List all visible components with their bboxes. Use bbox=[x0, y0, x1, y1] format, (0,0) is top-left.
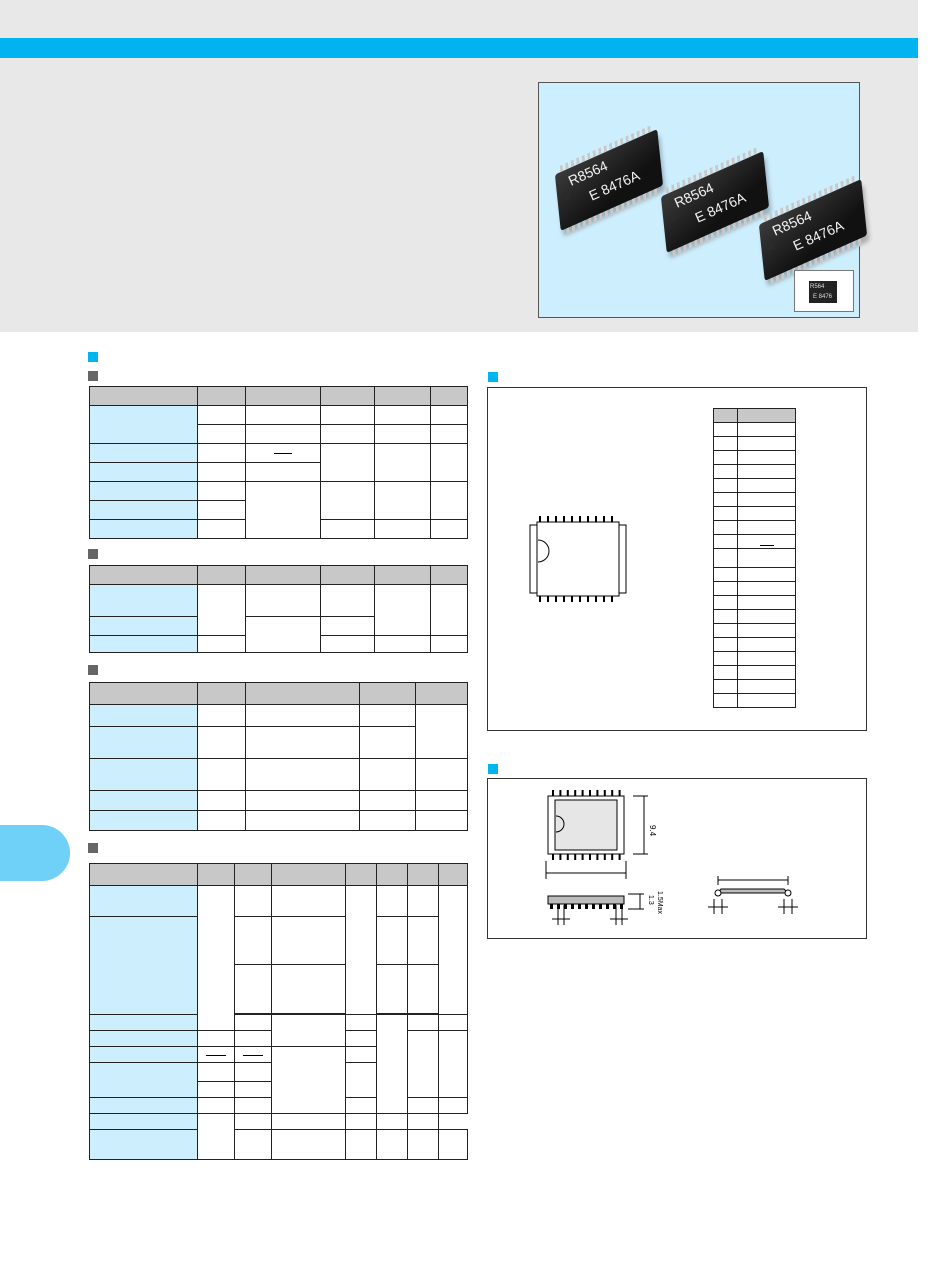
pin-table-row bbox=[713, 679, 796, 694]
pin-table-row bbox=[713, 545, 796, 568]
pin-table-row bbox=[713, 408, 796, 423]
ic-pin bbox=[581, 854, 584, 860]
ic-pin bbox=[603, 596, 605, 602]
pin-table-row bbox=[713, 693, 796, 708]
ic-pin bbox=[587, 516, 589, 522]
pin-table-row bbox=[713, 422, 796, 437]
ic-pin bbox=[564, 904, 567, 909]
ic-pin bbox=[547, 596, 549, 602]
ic-top-view bbox=[529, 516, 627, 602]
ic-pin bbox=[579, 516, 581, 522]
ic-pin bbox=[559, 854, 562, 860]
chip-image: R8564 E 8476A bbox=[554, 125, 664, 236]
inset-marking-line1: R564 bbox=[810, 284, 825, 290]
ic-pin bbox=[566, 854, 569, 860]
dim-height-label: 9.4 bbox=[648, 825, 657, 837]
ic-pin bbox=[603, 516, 605, 522]
ic-pin bbox=[589, 854, 591, 860]
ic-pin bbox=[613, 904, 616, 909]
spec-table-2 bbox=[89, 565, 468, 653]
ic-pin bbox=[611, 854, 614, 860]
ic-pin bbox=[557, 904, 560, 909]
ic-pin bbox=[555, 516, 557, 522]
ic-pin bbox=[595, 596, 597, 602]
ic-pin bbox=[592, 904, 595, 909]
ic-pin bbox=[611, 596, 613, 602]
pin-table-row bbox=[713, 609, 796, 624]
pin-table-row bbox=[713, 464, 796, 479]
ic-pin bbox=[552, 854, 554, 860]
ic-pin bbox=[599, 904, 602, 909]
spec-table-3 bbox=[89, 682, 468, 831]
ic-pin bbox=[571, 596, 573, 602]
ic-pin bbox=[552, 790, 554, 796]
ic-pin bbox=[618, 790, 621, 796]
ic-pin bbox=[618, 854, 621, 860]
spec-table-4 bbox=[89, 863, 468, 1160]
ic-pin bbox=[566, 790, 569, 796]
pin-table-row bbox=[713, 651, 796, 666]
pin-table-row bbox=[713, 595, 796, 610]
ic-pin bbox=[579, 596, 581, 602]
ic-pin bbox=[571, 516, 573, 522]
ic-pin bbox=[596, 854, 599, 860]
pin-table-row bbox=[713, 436, 796, 451]
package-dimension-box: 9.4 1.3 1.5Max bbox=[487, 778, 867, 939]
section-marker bbox=[88, 352, 98, 362]
pin-table-row bbox=[713, 520, 796, 535]
ic-pin bbox=[539, 596, 541, 602]
ic-pin bbox=[603, 854, 606, 860]
ic-pin bbox=[596, 790, 599, 796]
subsection-marker bbox=[88, 371, 98, 381]
pin-table-row bbox=[713, 581, 796, 596]
ic-pin bbox=[550, 904, 553, 909]
ic-pin bbox=[611, 790, 614, 796]
chip-inset-photo: R564 E 8476 bbox=[794, 270, 854, 312]
inset-marking-line2: E 8476 bbox=[813, 294, 833, 300]
pin-table-row bbox=[713, 492, 796, 507]
chip-image: R8564 E 8476A bbox=[660, 147, 770, 258]
ic-pin bbox=[620, 904, 623, 909]
ic-pin bbox=[539, 516, 541, 522]
ic-pin bbox=[547, 516, 549, 522]
pin-table-row bbox=[713, 478, 796, 493]
pin-table-row bbox=[713, 637, 796, 652]
pin-table bbox=[713, 408, 796, 708]
pin-table-row bbox=[713, 534, 796, 549]
ic-pin bbox=[606, 904, 609, 909]
chapter-tab bbox=[0, 825, 70, 881]
ic-pin bbox=[574, 854, 577, 860]
ic-pin bbox=[563, 596, 565, 602]
ic-pin bbox=[581, 790, 584, 796]
ic-pin bbox=[555, 596, 557, 602]
subsection-marker bbox=[88, 549, 98, 559]
section-marker bbox=[488, 372, 498, 382]
ic-pin bbox=[611, 516, 613, 522]
subsection-marker bbox=[88, 665, 98, 675]
ic-pin bbox=[574, 790, 577, 796]
title-band bbox=[0, 38, 918, 58]
pin-table-row bbox=[713, 506, 796, 521]
spec-table-1 bbox=[89, 386, 468, 539]
ic-pin bbox=[595, 516, 597, 522]
ic-pin bbox=[559, 790, 562, 796]
ic-pin bbox=[603, 790, 606, 796]
pin-table-row bbox=[713, 623, 796, 638]
pin-table-row bbox=[713, 567, 796, 582]
section-marker bbox=[488, 764, 498, 774]
ic-pin bbox=[589, 790, 591, 796]
package-outline: 9.4 1.3 1.5Max bbox=[545, 790, 798, 925]
ic-pin bbox=[563, 516, 565, 522]
subsection-marker bbox=[88, 843, 98, 853]
ic-pin bbox=[585, 904, 588, 909]
dim-side-label-1: 1.3 bbox=[647, 895, 654, 905]
pin-table-row bbox=[713, 665, 796, 680]
chip-image: R8564 E 8476A bbox=[758, 175, 868, 286]
dim-side-label-2: 1.5Max bbox=[656, 891, 663, 914]
ic-pin bbox=[587, 596, 589, 602]
pin-table-row bbox=[713, 450, 796, 465]
ic-pin bbox=[578, 904, 581, 909]
ic-pin bbox=[571, 904, 574, 909]
pin-diagram-box bbox=[487, 387, 867, 731]
